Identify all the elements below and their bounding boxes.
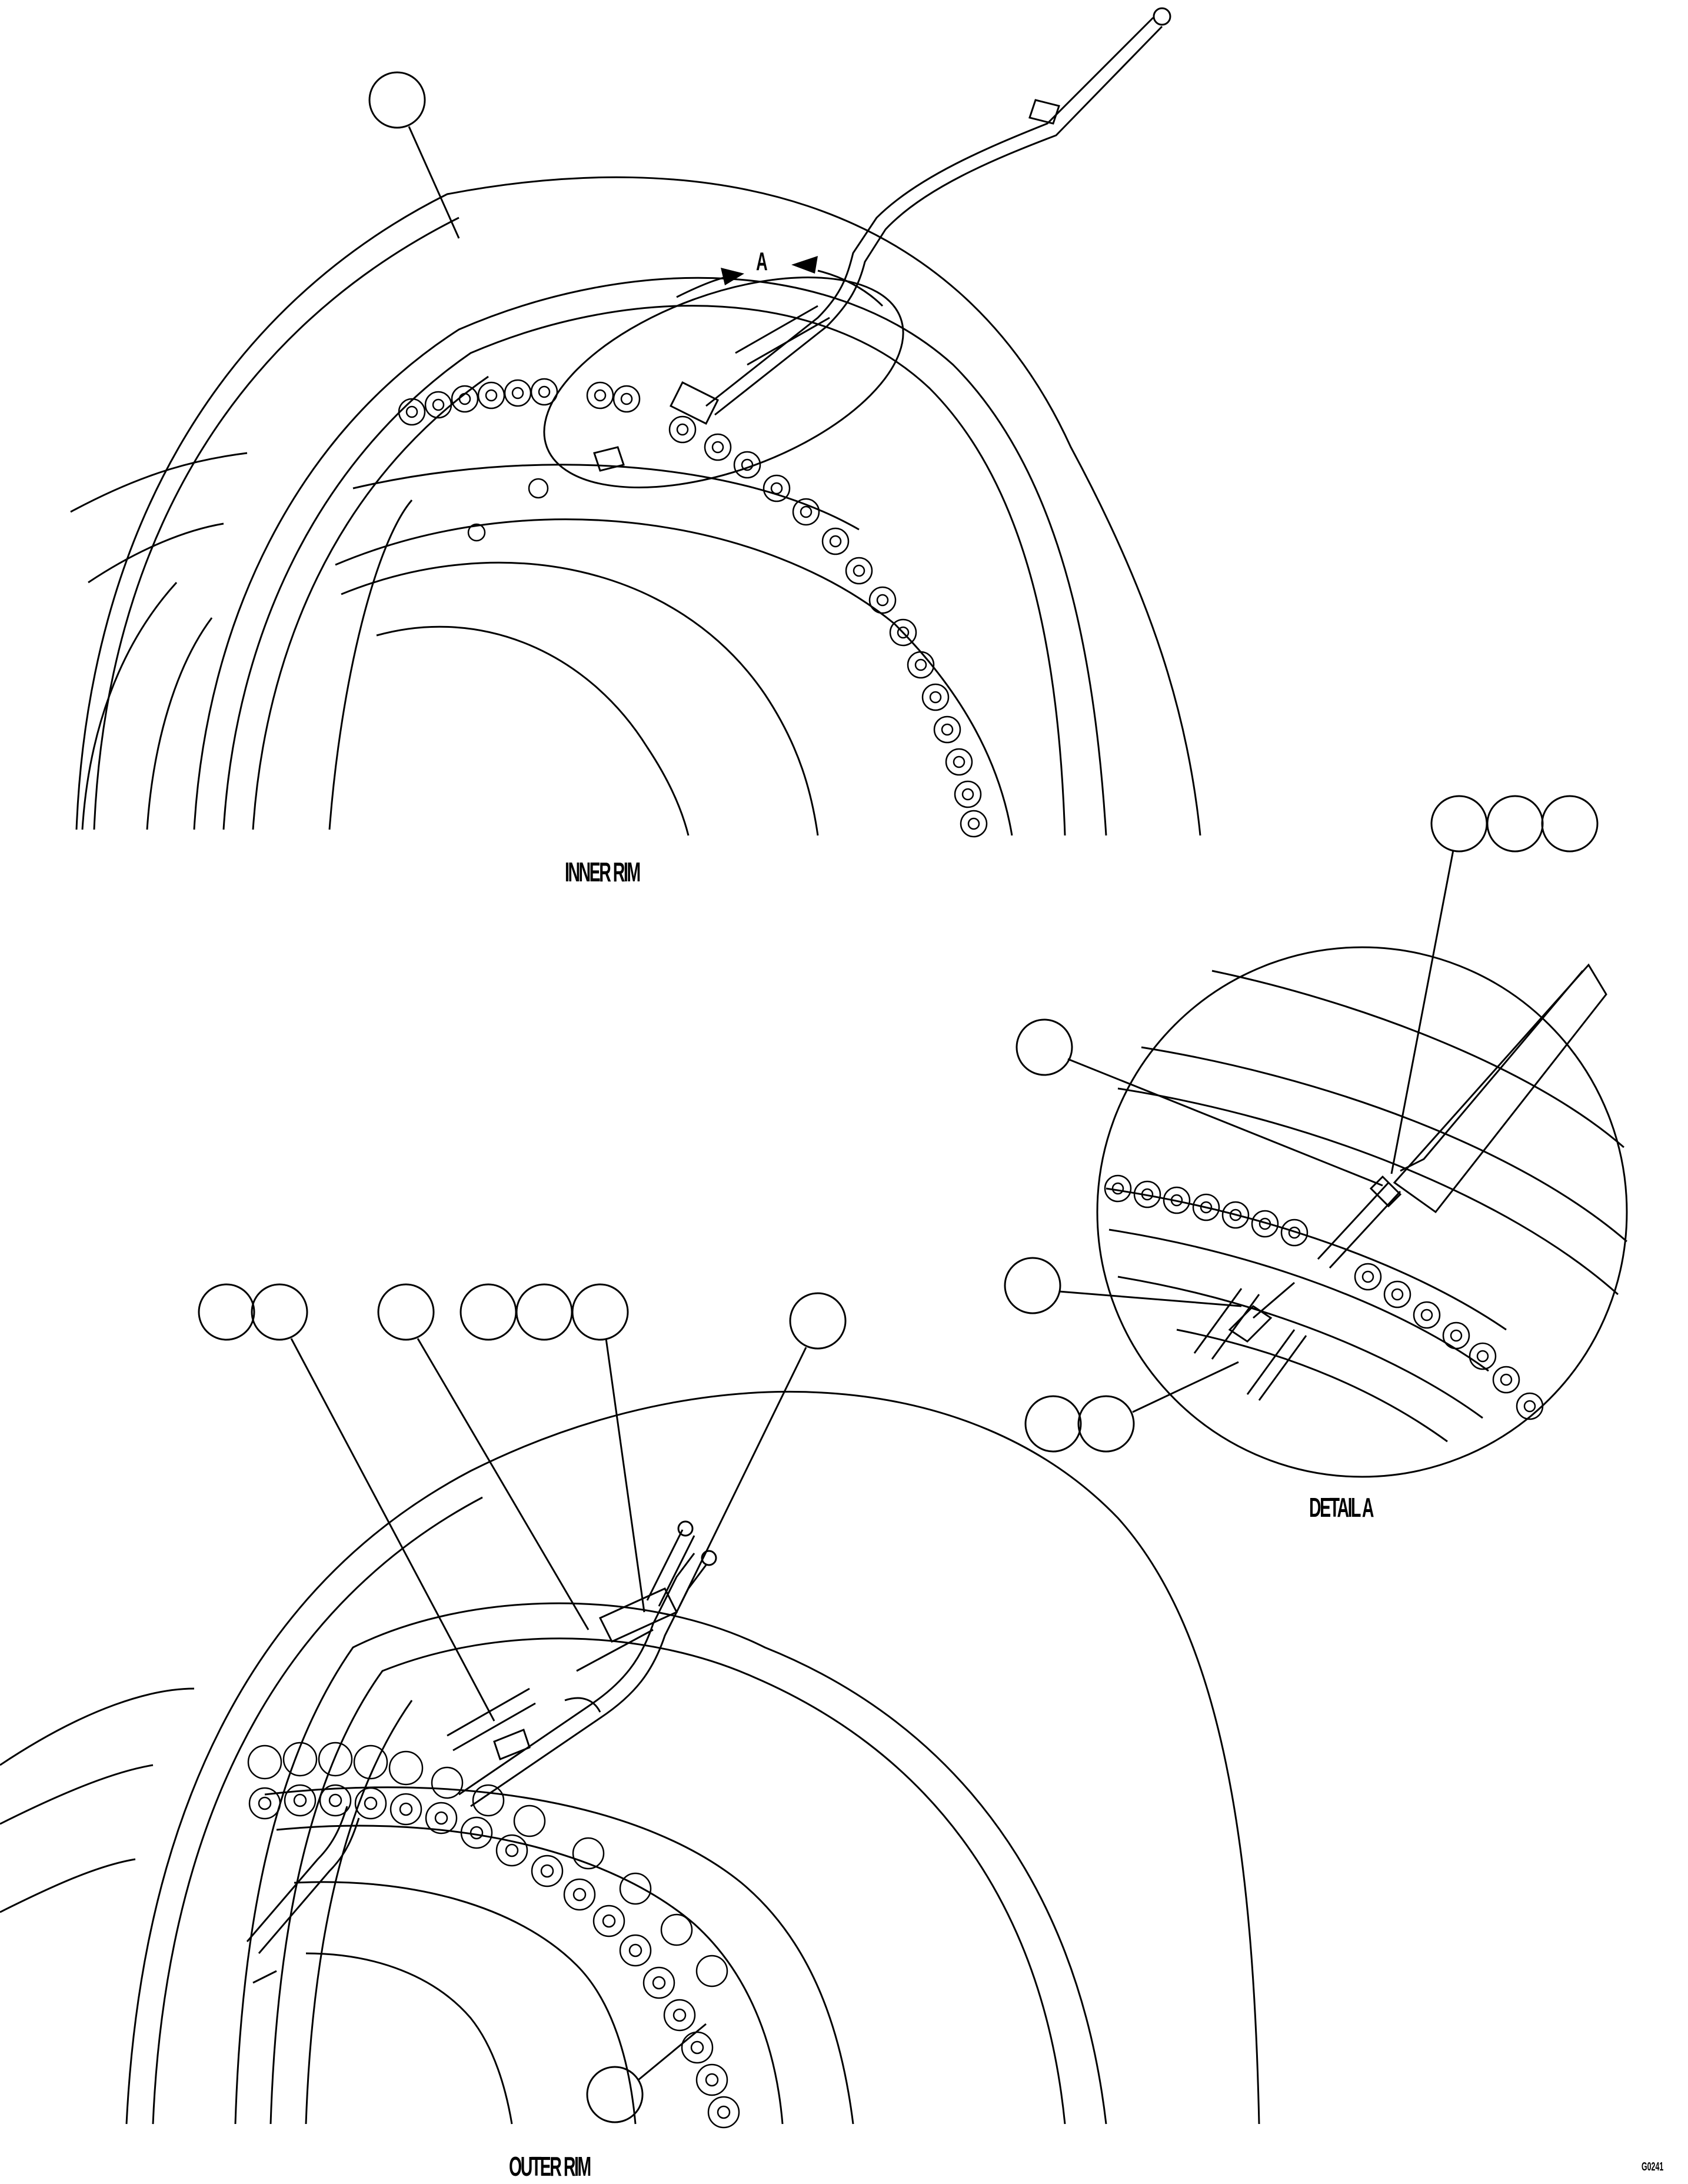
view-title-detail-a: DETAIL A xyxy=(1309,1492,1374,1523)
detail-a-view xyxy=(1096,946,1628,1478)
section-marker-a: A xyxy=(756,247,768,276)
view-title-inner-rim: INNER RIM xyxy=(565,857,641,887)
callout-outer-rim-1 xyxy=(198,1283,495,1722)
callout-outer-rim-4 xyxy=(678,1292,847,1607)
outer-rim-valve-extension xyxy=(246,1520,717,1984)
outer-rim-view xyxy=(0,1390,1260,2125)
callout-detail-a-1 xyxy=(1016,1018,1383,1187)
callout-detail-a-4 xyxy=(1024,1361,1239,1453)
outer-rim-bolt-ring xyxy=(247,1742,740,2129)
detail-a-valve-bracket xyxy=(1193,963,1607,1401)
callout-detail-a-2 xyxy=(1390,795,1599,1174)
callout-inner-rim-tire xyxy=(368,71,460,239)
callout-outer-rim-5 xyxy=(586,2023,707,2123)
inner-rim-valve-extension xyxy=(593,7,1171,472)
detail-a-bolt-ring xyxy=(1104,1174,1544,1420)
figure-number: G0241 xyxy=(1642,2160,1664,2173)
callout-detail-a-3 xyxy=(1004,1257,1242,1314)
callout-outer-rim-2 xyxy=(377,1283,590,1630)
section-arrows xyxy=(721,256,818,285)
inner-rim-view xyxy=(70,176,1201,836)
view-title-outer-rim: OUTER RIM xyxy=(509,2151,591,2182)
inner-rim-bolt-ring xyxy=(398,378,988,838)
callout-outer-rim-3 xyxy=(460,1283,645,1613)
